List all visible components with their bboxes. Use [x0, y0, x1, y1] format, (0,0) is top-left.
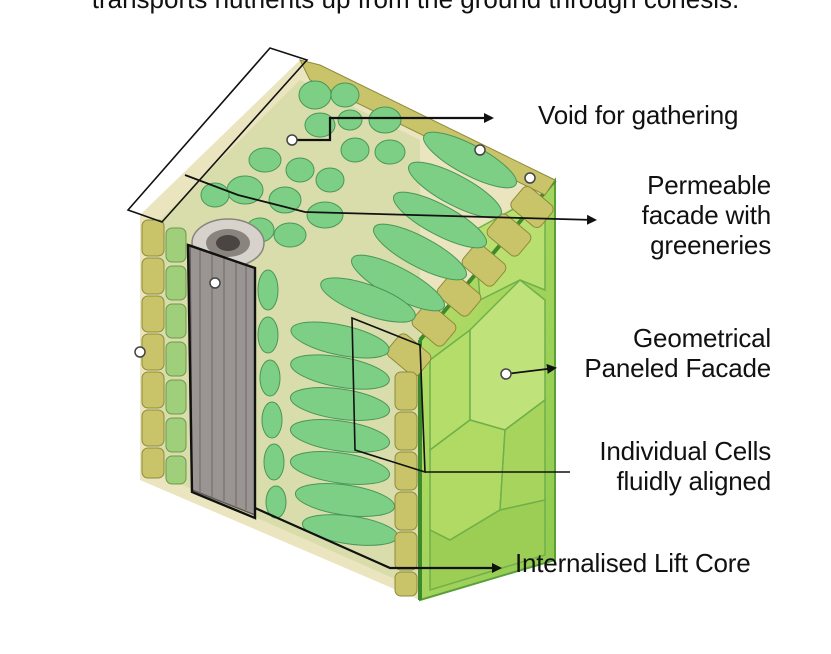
label-permeable: Permeable facade with greeneries — [642, 170, 771, 260]
lift-core-column — [190, 245, 255, 515]
label-void: Void for gathering — [538, 100, 738, 130]
label-lift: Internalised Lift Core — [515, 548, 751, 578]
lower-epidermis — [395, 372, 417, 596]
marker-core — [210, 278, 220, 288]
marker-top-2 — [525, 173, 535, 183]
label-cells: Individual Cells fluidly aligned — [599, 436, 771, 496]
marker-left — [135, 347, 145, 357]
marker-top-1 — [475, 145, 485, 155]
label-geometrical: Geometrical Paneled Facade — [584, 323, 771, 383]
marker-facade — [501, 369, 511, 379]
marker-void — [287, 135, 297, 145]
